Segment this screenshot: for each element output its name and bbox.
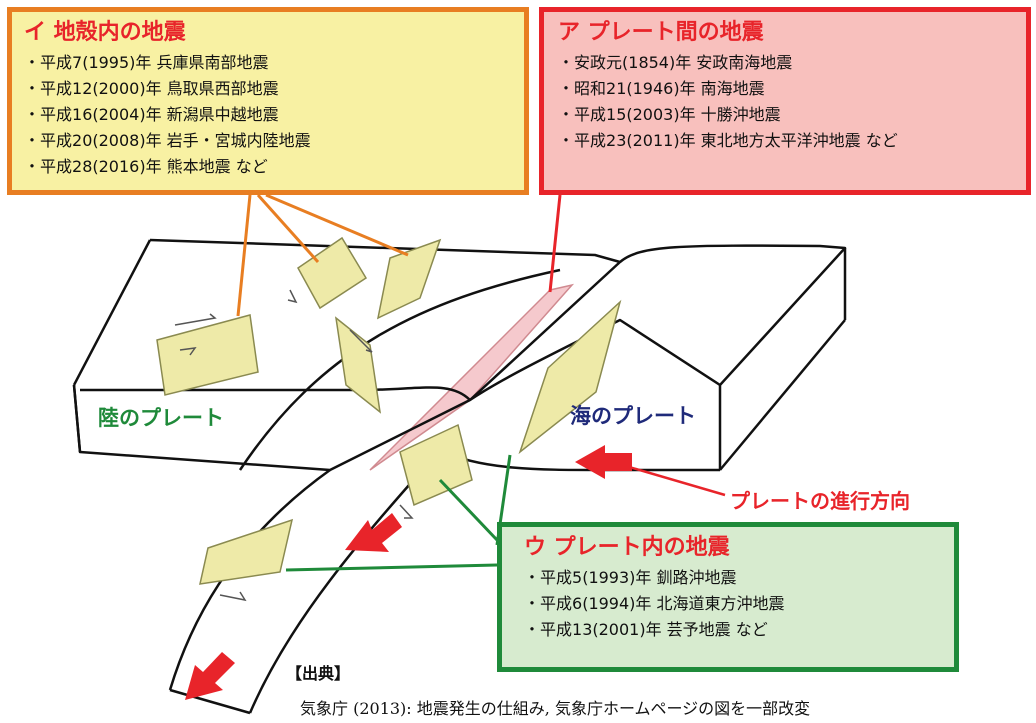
interplate-earthquake-box: ア プレート間の地震 安政元(1854)年 安政南海地震 昭和21(1946)年… [539,7,1031,195]
crustal-fault-planes [156,236,622,585]
ocean-plate-label: 海のプレート [570,404,696,428]
slab-fault-2 [199,518,294,585]
interplate-fault-plane [369,283,575,471]
crustal-fault-3 [376,238,442,320]
list-item: 平成12(2000)年 鳥取県西部地震 [24,76,512,102]
interplate-connector [548,194,562,293]
crustal-fault-4 [334,316,382,414]
crustal-fault-1 [156,314,259,396]
intraplate-earthquake-title: ウ プレート内の地震 [524,535,730,560]
list-item: 平成7(1995)年 兵庫県南部地震 [24,50,512,76]
motion-arrow-deep [185,652,235,700]
list-item: 平成5(1993)年 釧路沖地震 [524,565,932,591]
motion-arrow-mid [345,513,402,552]
intraplate-earthquake-list: 平成5(1993)年 釧路沖地震 平成6(1994)年 北海道東方沖地震 平成1… [524,565,932,643]
list-item: 平成23(2011)年 東北地方太平洋沖地震 など [558,128,1012,154]
source-citation: 気象庁 (2013): 地震発生の仕組み, 気象庁ホームページの図を一部改変 [300,699,811,718]
interplate-earthquake-list: 安政元(1854)年 安政南海地震 昭和21(1946)年 南海地震 平成15(… [558,50,1012,154]
crustal-earthquake-list: 平成7(1995)年 兵庫県南部地震 平成12(2000)年 鳥取県西部地震 平… [24,50,512,180]
list-item: 平成15(2003)年 十勝沖地震 [558,102,1012,128]
source-heading: 【出典】 [286,664,351,683]
crustal-earthquake-title: イ 地殻内の地震 [24,20,186,45]
list-item: 平成28(2016)年 熊本地震 など [24,154,512,180]
crustal-earthquake-box: イ 地殻内の地震 平成7(1995)年 兵庫県南部地震 平成12(2000)年 … [7,7,529,195]
intraplate-connectors [285,454,512,572]
motion-arrow-surface [575,445,632,479]
list-item: 平成20(2008)年 岩手・宮城内陸地震 [24,128,512,154]
slab-fault-3 [518,299,622,455]
plate-direction-label: プレートの進行方向 [730,489,910,513]
list-item: 昭和21(1946)年 南海地震 [558,76,1012,102]
intraplate-earthquake-box: ウ プレート内の地震 平成5(1993)年 釧路沖地震 平成6(1994)年 北… [497,522,959,672]
plate-motion-arrows [185,445,632,700]
list-item: 平成6(1994)年 北海道東方沖地震 [524,591,932,617]
list-item: 安政元(1854)年 安政南海地震 [558,50,1012,76]
slab-fault-1 [399,423,473,507]
crustal-connectors [236,193,409,317]
list-item: 平成13(2001)年 芸予地震 など [524,617,932,643]
slip-arrows [174,289,414,602]
land-plate-label: 陸のプレート [98,406,224,430]
interplate-earthquake-title: ア プレート間の地震 [558,20,764,45]
list-item: 平成16(2004)年 新潟県中越地震 [24,102,512,128]
crustal-fault-2 [297,236,368,310]
